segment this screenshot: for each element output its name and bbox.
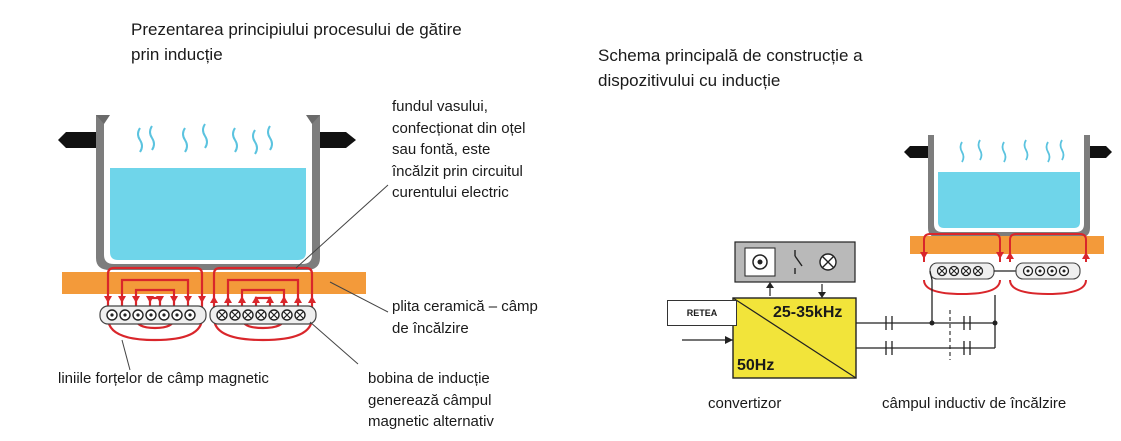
capacitor-icon [885,316,971,355]
left-title-line1: Prezentarea principiului procesului de g… [131,20,462,39]
induction-coil [99,305,317,325]
steam-icon-right [959,139,1065,163]
control-box [734,241,856,283]
pot-water [110,168,306,260]
left-title-line2: prin inducție [131,45,223,64]
induction-coil-right [929,262,1081,280]
label-field-lines: liniile forțelor de câmp magnetic [58,370,269,387]
label-ceramic-hob: plita ceramică – câmp de încălzire [392,298,538,337]
mains-label-box: RETEA [667,300,737,326]
label-pot-bottom: fundul vasului, confecționat din oțel sa… [392,98,526,201]
switch-icon [794,250,803,274]
pot-handle-right [312,132,356,148]
freq-high-label: 25-35kHz [773,304,843,321]
pot-handle-left [58,132,102,148]
right-title-line1: Schema principală de construcție a [598,46,863,65]
ceramic-hob-right [910,236,1104,254]
label-inductive-field: câmpul inductiv de încălzire [882,395,1067,412]
leader-lines-left [121,184,389,371]
converter-box [732,297,857,379]
left-pot [58,115,356,270]
label-converter: convertizor [708,395,782,412]
field-arrows [104,296,316,303]
label-induction-coil: bobina de inducție generează câmpul magn… [368,370,494,430]
right-pot [904,135,1112,238]
field-lines-right [923,233,1087,296]
wiring [682,270,996,349]
steam-icon [137,123,273,155]
freq-low-label: 50Hz [737,357,775,374]
right-title-line2: dispozitivului cu inducție [598,71,781,90]
